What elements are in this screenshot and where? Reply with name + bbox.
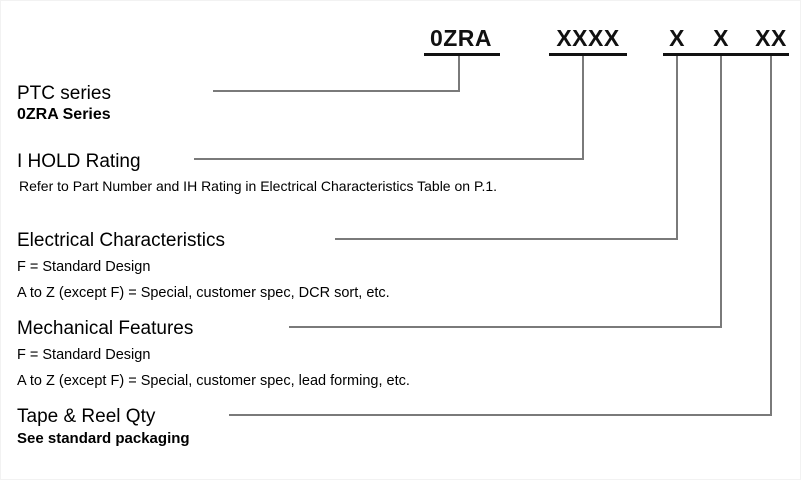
drop-line-ihold xyxy=(582,56,584,160)
label-sub-ptc-series: 0ZRA Series xyxy=(17,106,111,123)
label-title-ihold-rating: I HOLD Rating xyxy=(17,151,141,172)
leader-line-ihold-rating xyxy=(194,158,584,160)
label-note-electrical-characteristics: A to Z (except F) = Special, customer sp… xyxy=(17,285,390,301)
label-block-ihold-rating: I HOLD Rating Refer to Part Number and I… xyxy=(17,151,497,195)
label-sub-tape-reel-qty: See standard packaging xyxy=(17,430,190,447)
part-number-field-series: 0ZRA xyxy=(421,25,501,51)
label-note-mechanical-features: A to Z (except F) = Special, customer sp… xyxy=(17,373,410,389)
leader-line-tape-reel-qty xyxy=(229,414,772,416)
underline-bar-ihold xyxy=(549,53,627,56)
part-number-field-mechanical-text: X xyxy=(713,25,729,51)
label-sub-mechanical-features: F = Standard Design xyxy=(17,347,151,363)
part-number-field-packaging: XX xyxy=(749,25,793,51)
drop-line-series xyxy=(458,56,460,92)
part-number-field-mechanical: X xyxy=(705,25,737,51)
part-number-field-ihold-text: XXXX xyxy=(556,25,620,51)
drop-line-packaging xyxy=(770,56,772,416)
drop-line-mechanical xyxy=(720,56,722,328)
label-title-electrical-characteristics: Electrical Characteristics xyxy=(17,230,225,251)
part-number-field-packaging-text: XX xyxy=(755,25,787,51)
underline-bar-series xyxy=(424,53,500,56)
part-number-field-electrical-text: X xyxy=(669,25,685,51)
leader-line-ptc-series xyxy=(213,90,460,92)
label-title-tape-reel-qty: Tape & Reel Qty xyxy=(17,406,156,427)
label-block-mechanical-features: Mechanical Features F = Standard Design … xyxy=(17,318,410,390)
label-note-ihold-rating: Refer to Part Number and IH Rating in El… xyxy=(19,178,498,194)
leader-line-electrical-characteristics xyxy=(335,238,678,240)
label-block-tape-reel-qty: Tape & Reel Qty See standard packaging xyxy=(17,406,190,449)
label-block-electrical-characteristics: Electrical Characteristics F = Standard … xyxy=(17,230,390,302)
underline-bar-suffix-group xyxy=(663,53,789,56)
leader-line-mechanical-features xyxy=(289,326,722,328)
part-number-field-ihold: XXXX xyxy=(546,25,630,51)
label-title-ptc-series: PTC series xyxy=(17,83,111,104)
part-number-field-electrical: X xyxy=(661,25,693,51)
drop-line-electrical xyxy=(676,56,678,240)
part-number-field-series-text: 0ZRA xyxy=(429,25,493,51)
label-block-ptc-series: PTC series 0ZRA Series xyxy=(17,83,111,125)
label-sub-electrical-characteristics: F = Standard Design xyxy=(17,259,151,275)
label-title-mechanical-features: Mechanical Features xyxy=(17,318,194,339)
